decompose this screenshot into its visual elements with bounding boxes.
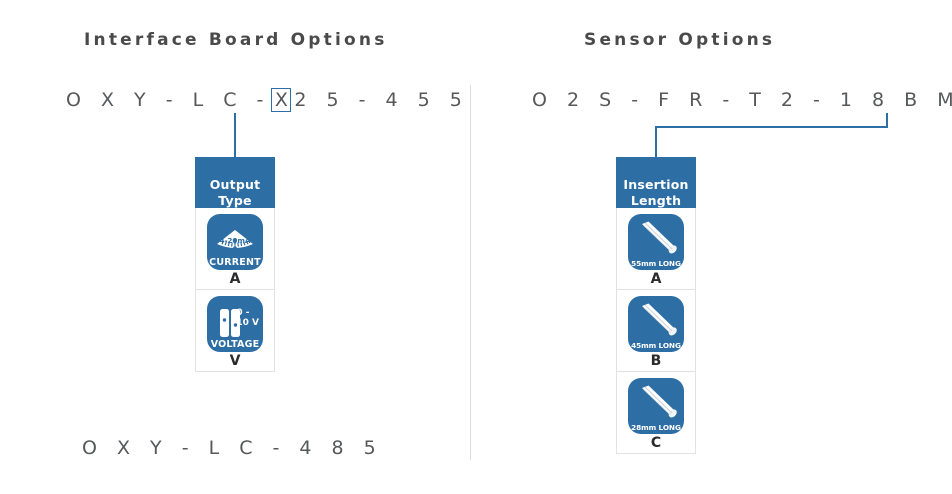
probe-rod-icon: 55mm LONG xyxy=(628,214,684,270)
sensor-partnumber: O 2 S - F R - T 2 - 1 8 B M - X xyxy=(532,88,952,112)
option-cell-length-c[interactable]: 28mm LONG C xyxy=(616,372,696,454)
voltage-range-line2: 10 V xyxy=(236,318,259,328)
sensor-partnumber-prefix: O 2 S - F R - T 2 - 1 8 B M - xyxy=(532,89,952,111)
insertion-length-header-line2: Length xyxy=(630,193,682,208)
current-gauge-icon: 4-20mA CURRENT xyxy=(207,214,263,270)
sensor-connector-segment-across xyxy=(655,126,888,128)
interface-connector-line xyxy=(234,113,236,157)
insertion-length-header-line1: Insertion xyxy=(623,177,689,192)
option-letter-a-length: A xyxy=(650,271,662,287)
voltage-tile-caption: VOLTAGE xyxy=(210,338,260,350)
probe-rod-icon: 45mm LONG xyxy=(628,296,684,352)
voltage-range-line1: 0 - xyxy=(236,308,250,318)
voltage-battery-icon: 0 - 10 V VOLTAGE xyxy=(207,296,263,352)
output-type-option-column: Output Type xyxy=(195,157,275,372)
option-letter-v-voltage: V xyxy=(229,353,241,369)
output-type-header-line2: Type xyxy=(218,193,252,208)
output-type-header-line1: Output xyxy=(209,177,261,192)
option-letter-b-length: B xyxy=(650,353,662,369)
option-cell-length-a[interactable]: 55mm LONG A xyxy=(616,208,696,290)
interface-partnumber-suffix: 2 5 - 4 5 5 xyxy=(294,89,469,111)
probe-tile-caption-b: 45mm LONG xyxy=(631,340,681,350)
insertion-length-option-column: Insertion Length 55mm LONG A xyxy=(616,157,696,454)
interface-partnumber: O X Y - L C - X 2 5 - 4 5 5 xyxy=(66,88,469,112)
probe-tile-caption-a: 55mm LONG xyxy=(631,258,681,268)
interface-board-section-title: Interface Board Options xyxy=(84,30,388,50)
option-letter-c-length: C xyxy=(650,435,662,451)
interface-partnumber-variable-box[interactable]: X xyxy=(271,88,292,112)
interface-base-partnumber: O X Y - L C - 4 8 5 xyxy=(82,437,383,459)
sensor-section-title: Sensor Options xyxy=(584,30,776,50)
option-cell-length-b[interactable]: 45mm LONG B xyxy=(616,290,696,372)
sensor-connector-segment-drop xyxy=(655,126,657,157)
option-cell-current[interactable]: 4-20mA CURRENT A xyxy=(195,208,275,290)
output-type-header: Output Type xyxy=(195,157,275,208)
sensor-panel xyxy=(470,0,952,494)
voltage-icon-range-label: 0 - 10 V xyxy=(236,308,259,328)
probe-tile-caption-c: 28mm LONG xyxy=(631,422,681,432)
current-tile-caption: CURRENT xyxy=(209,256,261,268)
interface-partnumber-prefix: O X Y - L C - xyxy=(66,89,271,111)
option-letter-a-current: A xyxy=(229,271,241,287)
panel-divider xyxy=(470,85,471,460)
current-icon-value-label: 4-20mA xyxy=(219,235,251,245)
sensor-connector-segment-down xyxy=(886,113,888,127)
insertion-length-header: Insertion Length xyxy=(616,157,696,208)
interface-board-panel: Interface Board Options O X Y - L C - X … xyxy=(0,0,470,494)
option-cell-voltage[interactable]: 0 - 10 V VOLTAGE V xyxy=(195,290,275,372)
probe-rod-icon: 28mm LONG xyxy=(628,378,684,434)
